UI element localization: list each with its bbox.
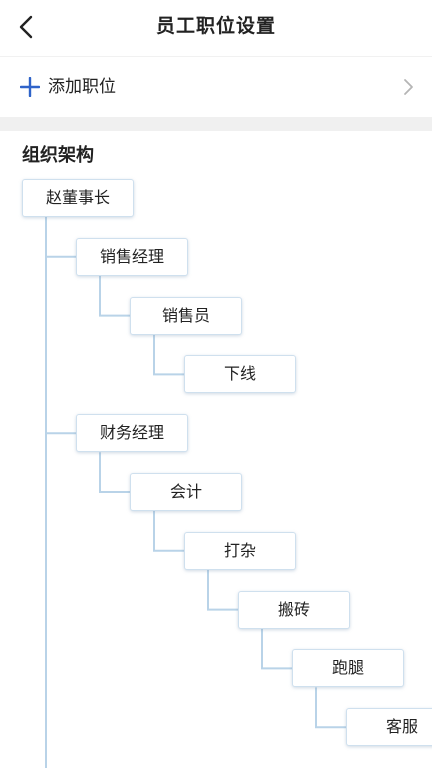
org-chart-node[interactable]: 搬砖	[238, 591, 350, 629]
section-separator	[0, 117, 432, 131]
org-chart-connector	[99, 452, 130, 493]
org-chart-connector	[99, 275, 130, 317]
page-title: 员工职位设置	[155, 15, 276, 37]
org-chart-node[interactable]: 跑腿	[292, 649, 404, 687]
org-chart-node[interactable]: 下线	[184, 355, 296, 393]
org-chart-node[interactable]: 销售员	[130, 297, 242, 335]
org-chart-connector	[45, 217, 76, 435]
org-chart-node[interactable]: 财务经理	[76, 414, 188, 452]
org-chart-node[interactable]: 打杂	[184, 532, 296, 570]
org-chart-connector	[315, 687, 346, 729]
org-chart-title: 组织架构	[22, 145, 94, 166]
org-chart-node[interactable]: 会计	[130, 473, 242, 511]
add-position-row[interactable]: 添加职位	[0, 57, 432, 117]
add-position-label: 添加职位	[48, 77, 116, 97]
org-chart-connector	[153, 511, 184, 552]
header-divider	[0, 56, 432, 57]
org-chart-connector	[45, 217, 76, 258]
chevron-right-icon	[404, 79, 413, 95]
plus-icon	[20, 77, 40, 97]
chevron-left-icon	[19, 15, 33, 39]
org-chart-connector	[261, 628, 292, 670]
org-chart-connector	[207, 569, 238, 611]
org-chart-node[interactable]: 赵董事长	[22, 179, 134, 217]
back-button[interactable]	[10, 10, 46, 46]
org-chart-node[interactable]: 客服	[346, 708, 432, 746]
org-chart-node[interactable]: 销售经理	[76, 238, 188, 276]
app-header: 员工职位设置	[0, 0, 432, 56]
org-chart-connector	[153, 334, 184, 376]
